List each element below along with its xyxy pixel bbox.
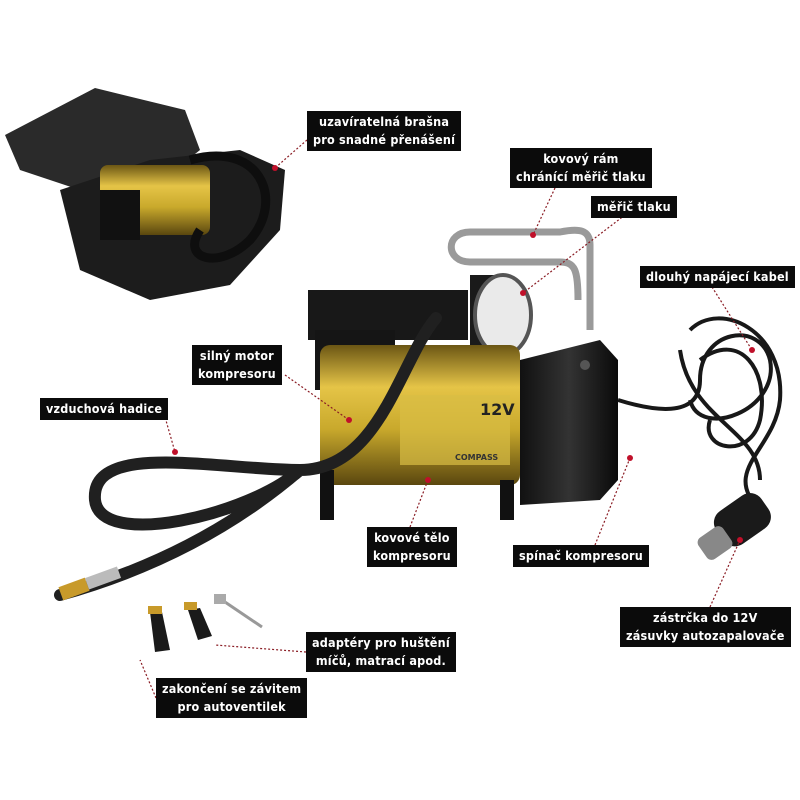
- label-line: zásuvky autozapalovače: [626, 628, 785, 643]
- hose-end-brass: [58, 566, 122, 601]
- label-frame: kovový rám chránící měřič tlaku: [510, 148, 652, 188]
- label-cable: dlouhý napájecí kabel: [640, 266, 795, 288]
- label-line: vzduchová hadice: [46, 401, 163, 416]
- carry-bag: [5, 88, 285, 300]
- label-body: kovové tělo kompresoru: [367, 527, 457, 567]
- label-adapters: adaptéry pro huštění míčů, matrací apod.: [306, 632, 456, 672]
- label-line: zástrčka do 12V: [653, 610, 758, 625]
- label-line: pro snadné přenášení: [313, 132, 456, 147]
- cigarette-lighter-plug: [697, 493, 771, 560]
- power-cable: [617, 316, 783, 512]
- leader-dots: [172, 165, 755, 543]
- label-line: spínač kompresoru: [519, 548, 643, 563]
- voltage-marking: 12V: [480, 400, 515, 419]
- brand-marking: COMPASS: [455, 453, 498, 462]
- metal-frame: [447, 226, 594, 330]
- leader-lines: [139, 139, 753, 699]
- label-line: adaptéry pro huštění: [312, 635, 450, 650]
- switch-housing: [520, 340, 618, 505]
- label-line: zakončení se závitem: [162, 681, 302, 696]
- label-line: kompresoru: [373, 548, 451, 563]
- label-line: míčů, matrací apod.: [315, 653, 447, 668]
- label-line: silný motor: [199, 348, 274, 363]
- label-line: kovové tělo: [374, 530, 450, 545]
- label-line: kovový rám: [543, 151, 619, 166]
- label-thread: zakončení se závitem pro autoventilek: [156, 678, 308, 718]
- compressor-body: 12V COMPASS: [320, 345, 520, 520]
- label-line: pro autoventilek: [177, 699, 286, 714]
- label-line: uzavíratelná brašna: [319, 114, 450, 129]
- label-hose: vzduchová hadice: [40, 398, 169, 420]
- label-motor: silný motor kompresoru: [192, 345, 282, 385]
- label-line: měřič tlaku: [597, 199, 671, 214]
- label-line: kompresoru: [198, 366, 276, 381]
- inflation-adapters: [148, 594, 263, 652]
- label-gauge: měřič tlaku: [591, 196, 677, 218]
- label-bag: uzavíratelná brašna pro snadné přenášení: [307, 111, 462, 151]
- label-plug: zástrčka do 12V zásuvky autozapalovače: [620, 607, 791, 647]
- label-line: chránící měřič tlaku: [516, 169, 646, 184]
- label-switch: spínač kompresoru: [513, 545, 649, 567]
- label-line: dlouhý napájecí kabel: [646, 269, 789, 284]
